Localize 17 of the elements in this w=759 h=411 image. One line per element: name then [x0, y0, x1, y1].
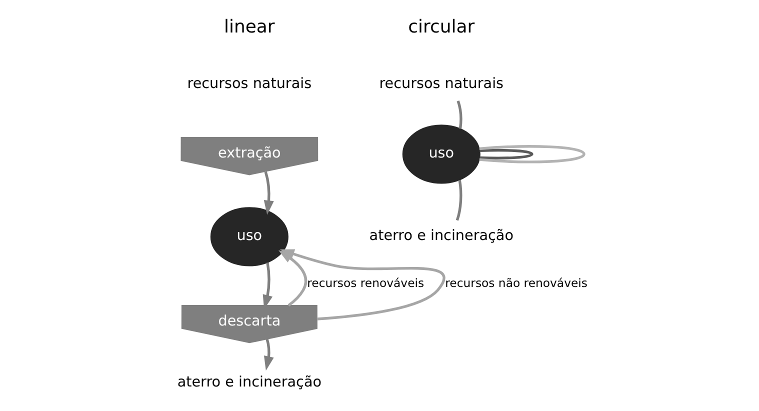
node-text: aterro e incineração [177, 374, 322, 390]
label: circular [408, 16, 475, 38]
edge-label: recursos não renováveis [445, 276, 588, 290]
label: linear [224, 16, 275, 38]
arrow [264, 171, 274, 215]
node-ellipse: uso [210, 207, 288, 266]
connector [456, 180, 462, 221]
connector [479, 145, 586, 164]
node-text: recursos naturais [379, 76, 504, 92]
node-text: recursos naturais [187, 76, 312, 92]
edge-label: recursos renováveis [307, 276, 424, 290]
arrow [280, 249, 446, 320]
connector [456, 100, 462, 129]
node-text: aterro e incineração [369, 228, 514, 244]
connector [480, 148, 534, 160]
arrow [264, 338, 274, 371]
node-ellipse: uso [402, 124, 480, 184]
